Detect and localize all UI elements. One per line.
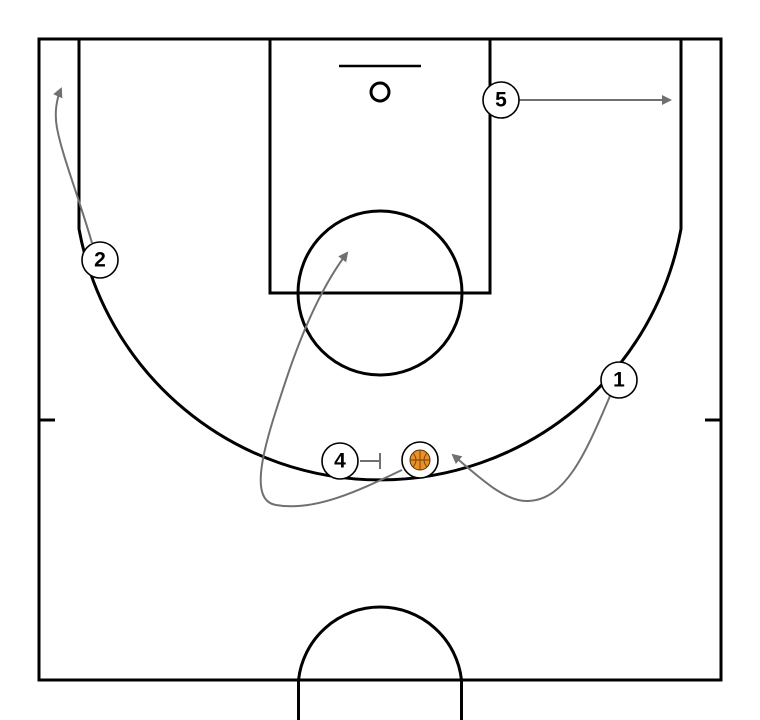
cut-path-player-4 [259,251,403,508]
three-point-line [77,39,683,482]
cut-path-player-2 [53,87,93,244]
player-5-label: 5 [495,89,507,112]
player-4-circle [321,442,359,480]
hoop [369,81,391,103]
player-2-label: 2 [94,249,106,272]
court-boundary [37,37,723,682]
player-5-circle [482,81,520,119]
player-4-label: 4 [334,450,346,473]
player-4[interactable]: 4 [321,442,359,480]
cut-path-player-1 [451,395,611,503]
basketball-seams [410,450,430,470]
screen-marker-player-4 [360,453,381,469]
paint-lane [268,37,492,295]
player-2-circle [81,241,119,279]
player-1-label: 1 [613,369,625,392]
center-circle [297,605,463,720]
free-throw-circle [296,209,464,377]
player-1-circle [600,361,638,399]
basketball-icon [409,449,431,471]
player-5[interactable]: 5 [482,81,520,119]
movement-lines [53,87,672,508]
player-1[interactable]: 1 [600,361,638,399]
ball-handler[interactable] [401,441,439,479]
player-2[interactable]: 2 [81,241,119,279]
